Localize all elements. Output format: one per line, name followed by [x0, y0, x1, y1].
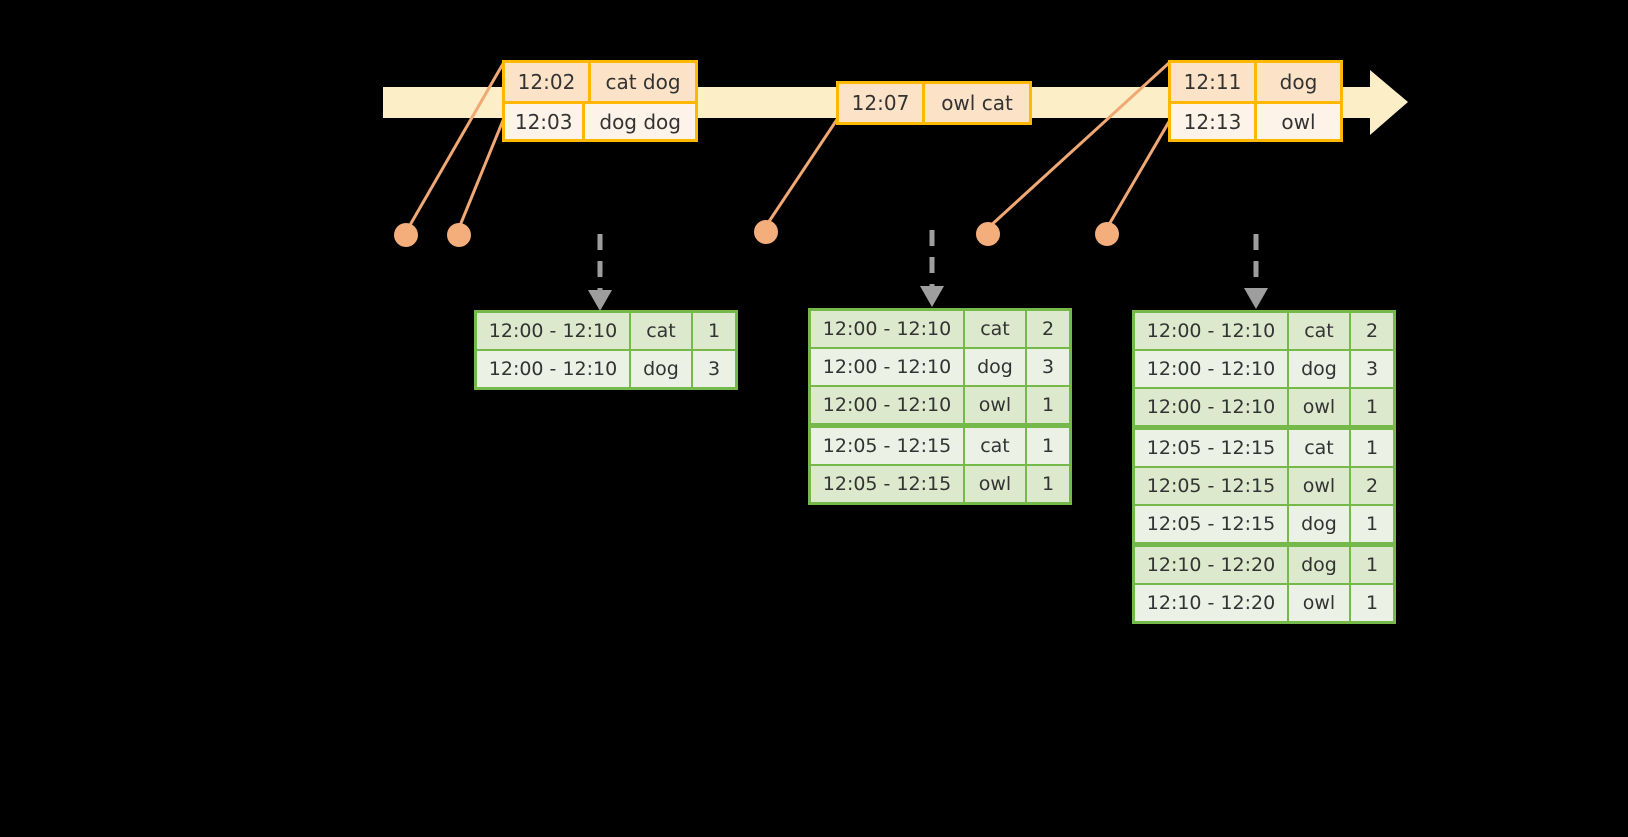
cell-key: owl	[1289, 389, 1349, 425]
cell-key: cat	[1289, 430, 1349, 466]
cell-key: cat	[965, 311, 1025, 347]
event-time: 12:07	[839, 84, 925, 122]
processing-dots	[394, 220, 1119, 247]
cell-count: 1	[1027, 466, 1069, 502]
cell-count: 1	[1351, 506, 1393, 542]
event-row[interactable]: 12:07 owl cat	[839, 84, 1029, 122]
event-time: 12:13	[1171, 104, 1257, 139]
event-row[interactable]: 12:13 owl	[1171, 101, 1340, 139]
event-message: owl	[1281, 109, 1316, 134]
cell-key: dog	[1289, 351, 1349, 387]
cell-count: 1	[1027, 428, 1069, 464]
cell-window: 12:05 - 12:15	[1135, 430, 1287, 466]
connector-line-2	[457, 117, 506, 229]
arrow-head-3	[1244, 288, 1268, 309]
cell-count: 3	[1027, 349, 1069, 385]
connector-line-5	[1105, 119, 1172, 229]
event-row[interactable]: 12:03 dog dog	[505, 101, 695, 139]
cell-key: owl	[1289, 585, 1349, 621]
cell-key: owl	[1289, 468, 1349, 504]
event-row[interactable]: 12:02 cat dog	[505, 63, 695, 101]
cell-key: cat	[965, 428, 1025, 464]
dot-3	[754, 220, 778, 244]
connector-line-1	[404, 61, 506, 233]
cell-window: 12:00 - 12:10	[811, 387, 963, 423]
cell-key: owl	[965, 387, 1025, 423]
dot-2	[447, 223, 471, 247]
event-message: dog dog	[599, 109, 681, 134]
cell-window: 12:10 - 12:20	[1135, 585, 1287, 621]
dot-5	[1095, 222, 1119, 246]
cell-count: 1	[1351, 585, 1393, 621]
cell-window: 12:05 - 12:15	[811, 428, 963, 464]
cell-window: 12:00 - 12:10	[477, 351, 629, 387]
arrow-head-1	[588, 290, 612, 311]
cell-count: 2	[1351, 313, 1393, 349]
arrow-head-2	[920, 286, 944, 307]
cell-window: 12:00 - 12:10	[1135, 351, 1287, 387]
cell-window: 12:00 - 12:10	[811, 349, 963, 385]
cell-window: 12:05 - 12:15	[811, 466, 963, 502]
connector-line-3	[764, 117, 840, 227]
cell-key: owl	[965, 466, 1025, 502]
cell-count: 1	[1027, 387, 1069, 423]
cell-count: 2	[1351, 468, 1393, 504]
cell-window: 12:00 - 12:10	[477, 313, 629, 349]
cell-key: cat	[631, 313, 691, 349]
cell-key: dog	[1289, 506, 1349, 542]
event-group-2[interactable]: 12:07 owl cat	[836, 81, 1032, 125]
event-time: 12:02	[505, 63, 591, 101]
dot-4	[976, 222, 1000, 246]
cell-window: 12:05 - 12:15	[1135, 506, 1287, 542]
cell-window: 12:00 - 12:10	[811, 311, 963, 347]
cell-count: 1	[1351, 430, 1393, 466]
event-row[interactable]: 12:11 dog	[1171, 63, 1340, 101]
event-time: 12:11	[1171, 63, 1257, 101]
cell-count: 3	[693, 351, 735, 387]
cell-count: 3	[1351, 351, 1393, 387]
event-message: owl cat	[941, 91, 1013, 115]
cell-key: dog	[631, 351, 691, 387]
cell-window: 12:00 - 12:10	[1135, 313, 1287, 349]
event-message: dog	[1279, 70, 1318, 94]
cell-key: cat	[1289, 313, 1349, 349]
cell-window: 12:05 - 12:15	[1135, 468, 1287, 504]
dot-1	[394, 223, 418, 247]
event-time: 12:03	[505, 104, 586, 139]
cell-window: 12:10 - 12:20	[1135, 547, 1287, 583]
cell-count: 1	[693, 313, 735, 349]
cell-key: dog	[965, 349, 1025, 385]
cell-count: 1	[1351, 547, 1393, 583]
dashed-arrows	[597, 230, 1259, 290]
cell-count: 1	[1351, 389, 1393, 425]
event-message: cat dog	[605, 70, 681, 94]
cell-key: dog	[1289, 547, 1349, 583]
cell-count: 2	[1027, 311, 1069, 347]
event-group-1[interactable]: 12:02 cat dog 12:03 dog dog	[502, 60, 698, 142]
event-group-3[interactable]: 12:11 dog 12:13 owl	[1168, 60, 1343, 142]
cell-window: 12:00 - 12:10	[1135, 389, 1287, 425]
